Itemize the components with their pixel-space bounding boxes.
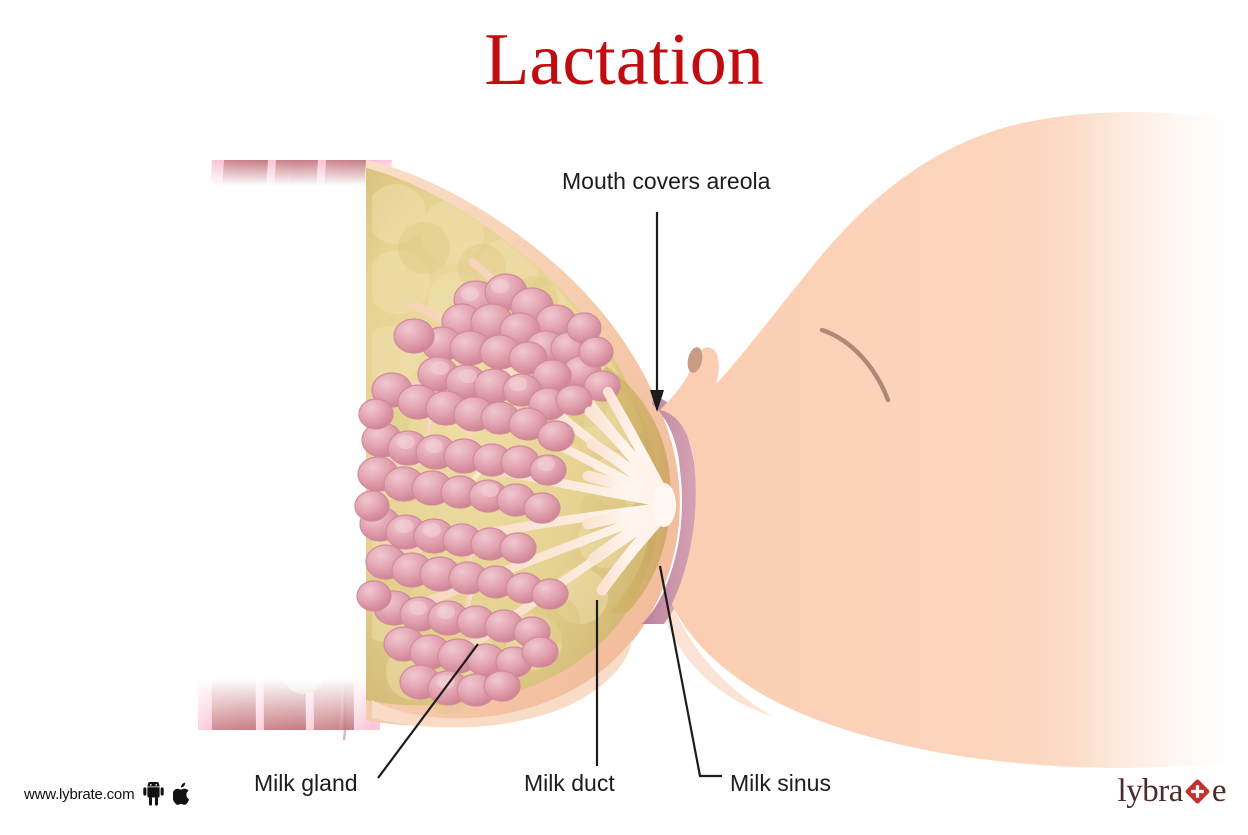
milk-sinus bbox=[603, 387, 671, 503]
baby-chin-shade bbox=[666, 604, 772, 716]
logo-text-before: lybra bbox=[1117, 773, 1184, 809]
leader-sinus bbox=[658, 565, 722, 778]
breast-lower-fold bbox=[372, 640, 632, 728]
rib-bone bbox=[239, 329, 289, 391]
leader-gland bbox=[377, 643, 479, 779]
rib-bones bbox=[222, 198, 329, 694]
callout-label-milk-duct: Milk duct bbox=[524, 770, 615, 796]
baby-head bbox=[660, 112, 1248, 768]
muscle-fibres-dark bbox=[296, 204, 347, 741]
areola-nipple bbox=[642, 396, 698, 624]
apple-logo-icon bbox=[173, 782, 190, 805]
site-url: www.lybrate.com bbox=[24, 785, 135, 803]
callout-leaders bbox=[377, 212, 722, 779]
nipple-duct-convergence bbox=[652, 483, 676, 527]
callout-label-milk-gland: Milk gland bbox=[254, 770, 358, 796]
callout-label-milk-sinus: Milk sinus bbox=[730, 770, 831, 796]
footer-site-credit: www.lybrate.com bbox=[24, 782, 192, 806]
logo-text-after: e bbox=[1211, 773, 1227, 809]
arrowhead-mouth bbox=[650, 390, 664, 412]
callout-label-mouth-covers-areola: Mouth covers areola bbox=[562, 168, 771, 194]
rib-bone bbox=[277, 630, 329, 694]
rib-bone bbox=[222, 198, 270, 258]
red-diamond-plus-icon bbox=[1184, 778, 1211, 805]
areolar-fat-rim bbox=[596, 366, 671, 614]
page-title: Lactation bbox=[484, 19, 764, 101]
chest-wall-group bbox=[197, 160, 392, 741]
lybrate-logo[interactable]: lybra e bbox=[1117, 773, 1227, 809]
milk-gland-lobules bbox=[354, 273, 621, 707]
baby-nostril bbox=[687, 347, 703, 373]
baby-head-group bbox=[660, 112, 1248, 768]
android-robot-icon bbox=[143, 782, 165, 806]
rib-bone bbox=[264, 480, 316, 544]
baby-closed-eye bbox=[819, 327, 891, 403]
